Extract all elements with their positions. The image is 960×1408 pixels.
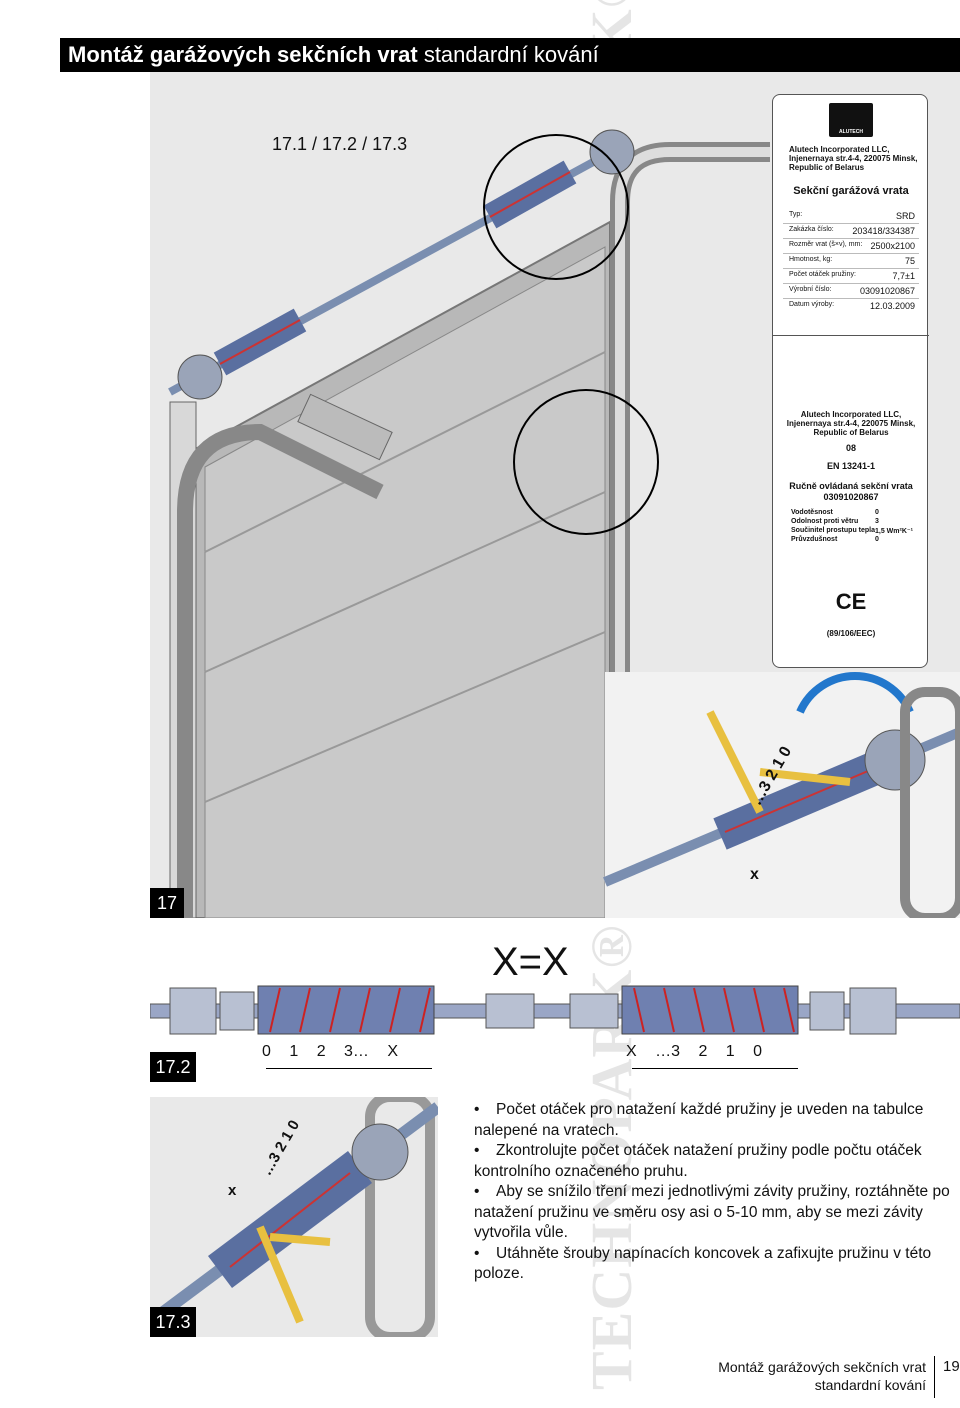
address-line: Alutech Incorporated LLC, [800, 410, 902, 419]
plate-row-serial: Výrobní číslo: 03091020867 [789, 286, 915, 296]
property-row: Vodotěsnost 0 [791, 509, 916, 516]
product-name: Ručně ovládaná sekční vrata [789, 481, 913, 491]
plate-row-weight: Hmotnost, kg: 75 [789, 256, 915, 266]
footer-line: Montáž garážových sekčních vrat [718, 1359, 926, 1375]
instruction-text: Utáhněte šrouby napínacích koncovek a za… [474, 1244, 932, 1283]
figure-17-3-label: 17.3 [150, 1307, 196, 1337]
bullet-icon: • [474, 1244, 480, 1262]
footer-line: standardní kování [814, 1377, 926, 1393]
divider [783, 223, 919, 224]
address-line: Republic of Belarus [789, 163, 865, 172]
footer-divider [934, 1356, 935, 1398]
list-item: •Počet otáček pro natažení každé pružiny… [472, 1100, 960, 1141]
row-value: 03091020867 [859, 286, 915, 296]
header-title-bold: Montáž garážových sekčních vrat [68, 42, 418, 67]
property-value: 3 [875, 518, 879, 525]
plate-divider [773, 335, 929, 336]
divider [783, 268, 919, 269]
detail-x-mark-17-3: x [228, 1182, 237, 1199]
alutech-logo-icon: ALUTECH [829, 103, 873, 137]
figure-17-2-label: 17.2 [150, 1052, 196, 1082]
product-label-plate: ALUTECH Alutech Incorporated LLC, Injene… [772, 94, 929, 668]
row-label: Počet otáček pružiny: [789, 271, 856, 278]
property-value: 1,5 Wm²K⁻¹ [875, 528, 913, 535]
header-title-regular: standardní kování [423, 42, 599, 67]
row-value: 203418/334387 [852, 226, 915, 236]
turn-scale-left: 0 1 2 3… X [262, 1043, 399, 1060]
row-label: Výrobní číslo: [789, 286, 832, 293]
property-label: Součinitel prostupu tepla [791, 527, 876, 534]
property-label: Vodotěsnost [791, 509, 833, 516]
address-line: Alutech Incorporated LLC, [789, 145, 890, 154]
figure-17-3-illustration [150, 1097, 438, 1337]
spring-tension-drawing [150, 1097, 438, 1337]
row-label: Hmotnost, kg: [789, 256, 833, 263]
plate-row-date: Datum výroby: 12.03.2009 [789, 301, 915, 311]
equation-label: X=X [492, 940, 569, 984]
dimension-line-left [266, 1068, 432, 1069]
row-label: Datum výroby: [789, 301, 835, 308]
page-number: 19 [943, 1358, 960, 1375]
figure-17-label: 17 [150, 888, 184, 918]
property-row: Průvzdušnost 0 [791, 536, 916, 543]
property-row: Odolnost proti větru 3 [791, 518, 916, 525]
row-value: 75 [904, 256, 915, 266]
manufacturer-address-2: Alutech Incorporated LLC, Injenernaya st… [773, 410, 929, 437]
year-code: 08 [845, 443, 856, 453]
plate-title: Sekční garážová vrata [793, 185, 909, 197]
row-value: 2500x2100 [870, 241, 915, 251]
row-value: 12.03.2009 [869, 301, 915, 311]
bullet-icon: • [474, 1183, 480, 1200]
page-header: Montáž garážových sekčních vrat standard… [60, 38, 960, 72]
list-item: •Aby se snížilo tření mezi jednotlivými … [472, 1182, 960, 1244]
bullet-icon: • [474, 1142, 480, 1159]
page-footer: Montáž garážových sekčních vrat standard… [718, 1358, 926, 1394]
figure-17-2-illustration [149, 980, 960, 1040]
row-value: SRD [895, 211, 915, 221]
divider [783, 283, 919, 284]
property-label: Odolnost proti větru [791, 518, 859, 525]
instruction-text: Zkontrolujte počet otáček natažení pruži… [474, 1142, 922, 1180]
address-line: Injenernaya str.4-4, 220075 Minsk, [786, 419, 916, 428]
property-label: Průvzdušnost [791, 536, 838, 543]
plate-row-turns: Počet otáček pružiny: 7,7±1 [789, 271, 915, 281]
instruction-text: Aby se snížilo tření mezi jednotlivými z… [474, 1183, 950, 1241]
shaft-spring-drawing [149, 985, 960, 1035]
divider [783, 253, 919, 254]
row-value: 7,7±1 [892, 271, 915, 281]
plate-row-type: Typ: SRD [789, 211, 915, 221]
product-serial: 03091020867 [823, 492, 879, 502]
directive-code: (89/106/EEC) [826, 629, 876, 638]
list-item: •Utáhněte šrouby napínacích koncovek a z… [472, 1244, 960, 1285]
property-value: 0 [875, 509, 879, 516]
row-label: Typ: [789, 211, 803, 218]
instruction-text: Počet otáček pro natažení každé pružiny … [474, 1101, 924, 1139]
dimension-line-right [632, 1068, 798, 1069]
garage-door-drawing [168, 129, 960, 918]
instruction-list: •Počet otáček pro natažení každé pružiny… [472, 1100, 960, 1285]
standard-code: EN 13241-1 [826, 461, 876, 471]
plate-row-order: Zakázka číslo: 203418/334387 [789, 226, 915, 236]
ce-mark-icon: CE [835, 589, 867, 614]
list-item: •Zkontrolujte počet otáček natažení pruž… [472, 1141, 960, 1182]
divider [783, 238, 919, 239]
detail-x-mark: x [750, 866, 759, 883]
manufacturer-address: Alutech Incorporated LLC, Injenernaya st… [789, 145, 918, 172]
bullet-icon: • [474, 1101, 480, 1118]
logo-text: ALUTECH [839, 129, 863, 135]
row-label: Zakázka číslo: [789, 226, 834, 233]
property-value: 0 [875, 536, 879, 543]
address-line: Injenernaya str.4-4, 220075 Minsk, [789, 154, 918, 163]
divider [783, 298, 919, 299]
plate-row-size: Rozměr vrat (š×v), mm: 2500x2100 [789, 241, 915, 251]
turn-scale-right: X …3 2 1 0 [626, 1043, 763, 1060]
figure-reference: 17.1 / 17.2 / 17.3 [272, 134, 408, 154]
row-label: Rozměr vrat (š×v), mm: [789, 241, 863, 248]
address-line: Republic of Belarus [813, 428, 889, 437]
